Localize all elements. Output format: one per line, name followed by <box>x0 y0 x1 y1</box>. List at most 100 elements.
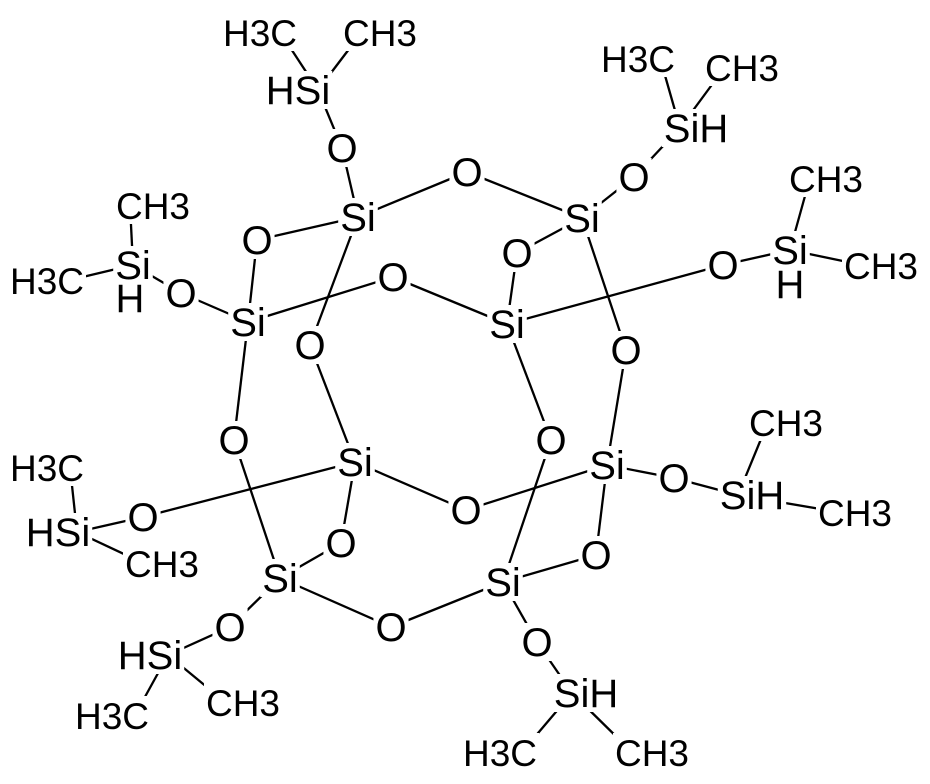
bond-si3-o37 <box>232 321 250 441</box>
atom-methyl-c7b: CH3 <box>206 683 280 724</box>
label-mask <box>562 199 602 237</box>
label-mask <box>770 231 810 269</box>
bond-si1-o15 <box>308 216 360 346</box>
label-mask <box>239 221 275 259</box>
label-mask <box>608 331 644 369</box>
atom-methyl-c5b: CH3 <box>125 544 199 585</box>
label-mask <box>7 448 87 486</box>
label-mask <box>216 421 252 459</box>
atom-methyl-c8a: H3C <box>463 733 537 774</box>
label-mask <box>260 559 300 597</box>
bond-o26-si6 <box>605 349 628 466</box>
label-mask <box>7 261 87 299</box>
label-mask <box>113 186 193 224</box>
label-mask <box>460 733 540 771</box>
atom-silicon-s1: HSi <box>266 69 330 113</box>
atom-oxygen-os8: O <box>521 621 552 665</box>
bond-o48-si8 <box>501 439 553 583</box>
atom-oxygen-os4: O <box>707 244 738 288</box>
atom-hydrogen-h4: H <box>776 263 805 307</box>
atom-methyl-c6a: CH3 <box>749 403 823 444</box>
label-mask <box>449 153 485 191</box>
atom-oxygen-o78: O <box>375 606 406 650</box>
bond-si4-o48 <box>505 323 553 441</box>
atom-oxygen-o48: O <box>535 419 566 463</box>
atom-methyl-c5a: H3C <box>10 448 84 489</box>
label-mask <box>551 674 621 712</box>
atom-methyl-c6b: CH3 <box>818 493 892 534</box>
atom-oxygen-os1: O <box>326 127 357 171</box>
atom-oxygen-o24: O <box>501 232 532 276</box>
atom-oxygen-os6: O <box>658 457 689 501</box>
label-mask <box>533 421 569 459</box>
label-mask <box>292 326 328 364</box>
atom-methyl-c8b: CH3 <box>615 733 689 774</box>
atom-oxygen-o37: O <box>218 419 249 463</box>
label-mask <box>746 403 826 441</box>
label-mask <box>115 636 185 674</box>
label-mask <box>487 305 527 343</box>
atom-silicon-si4: Si <box>489 303 525 347</box>
bond-o37-si7 <box>232 439 282 579</box>
label-mask <box>335 443 375 481</box>
atom-silicon-s7: HSi <box>118 634 182 678</box>
atom-methyl-c4b: CH3 <box>844 246 918 287</box>
label-mask <box>263 71 333 109</box>
atom-oxygen-os2: O <box>618 156 649 200</box>
label-mask <box>220 13 300 51</box>
label-mask <box>163 274 199 312</box>
atom-silicon-si8: Si <box>485 561 521 605</box>
label-mask <box>373 608 409 646</box>
atom-oxygen-os3: O <box>165 272 196 316</box>
bond-o56-si6 <box>465 463 608 512</box>
atom-methyl-c2a: H3C <box>601 39 675 80</box>
label-mask <box>483 563 523 601</box>
label-mask <box>228 303 268 341</box>
atom-methyl-c1a: H3C <box>223 13 297 54</box>
label-mask <box>338 198 378 236</box>
label-mask <box>587 446 627 484</box>
atom-silicon-si3: Si <box>230 301 266 345</box>
bond-layer <box>68 31 863 753</box>
atom-oxygen-o56: O <box>450 489 481 533</box>
atom-hydrogen-h3: H <box>116 277 145 321</box>
bond-si3-o34 <box>247 275 394 324</box>
atom-methyl-c1b: CH3 <box>343 13 417 54</box>
bond-si5-os5 <box>142 460 356 519</box>
atom-silicon-s2: SiH <box>664 107 728 151</box>
label-mask <box>773 265 807 303</box>
label-mask <box>375 258 411 296</box>
atom-oxygen-o13: O <box>241 219 272 263</box>
atom-silicon-s4: Si <box>772 229 808 273</box>
label-mask <box>125 498 161 536</box>
bond-si2-o26 <box>580 217 628 351</box>
label-mask <box>23 513 93 551</box>
label-mask <box>113 246 153 284</box>
label-mask <box>519 623 555 661</box>
atom-silicon-si5: Si <box>337 441 373 485</box>
label-mask <box>717 476 787 514</box>
atom-oxygen-o68: O <box>580 534 611 578</box>
label-mask <box>612 733 692 771</box>
label-mask <box>661 109 731 147</box>
bond-o15-si5 <box>308 344 357 463</box>
label-mask <box>815 493 895 531</box>
label-mask <box>122 544 202 582</box>
bond-si4-os4 <box>506 263 724 326</box>
atom-oxygen-o26: O <box>610 329 641 373</box>
label-mask <box>786 159 866 197</box>
label-mask <box>203 683 283 721</box>
atom-silicon-si2: Si <box>564 197 600 241</box>
label-mask <box>448 491 484 529</box>
label-mask-layer <box>7 13 921 771</box>
label-mask <box>324 129 360 167</box>
label-mask <box>212 608 248 646</box>
atom-silicon-s6: SiH <box>720 474 784 518</box>
atom-methyl-c3a: CH3 <box>116 186 190 227</box>
atom-oxygen-os5: O <box>127 496 158 540</box>
label-mask <box>702 48 782 86</box>
atom-silicon-si1: Si <box>340 196 376 240</box>
label-mask <box>598 39 678 77</box>
atom-oxygen-o57: O <box>325 522 356 566</box>
